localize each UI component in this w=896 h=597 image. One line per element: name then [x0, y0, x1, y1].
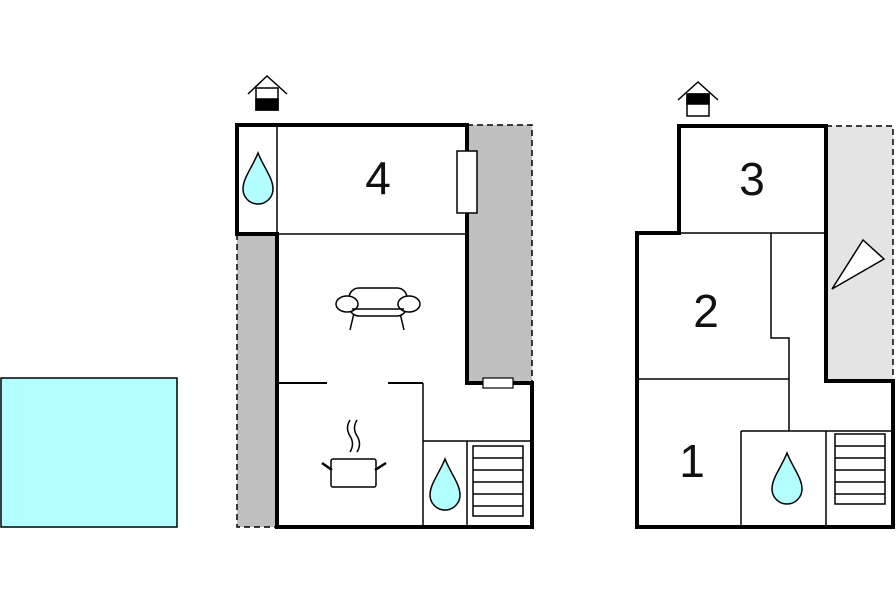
terrace-dashed-outline: [236, 124, 533, 528]
entrance-icon: [677, 80, 719, 117]
left-terrace-strip: [237, 234, 277, 527]
room-1-label: 1: [679, 435, 705, 487]
room-2-label: 2: [693, 285, 719, 337]
triangle-marker-icon: [831, 238, 886, 290]
interior-walls: [637, 232, 893, 527]
stairs-icon: [472, 445, 524, 517]
water-drop-icon: [429, 456, 461, 511]
water-drop-icon: [242, 150, 274, 205]
stairs-icon: [834, 433, 886, 505]
interior-walls: [276, 125, 532, 527]
outer-walls: [635, 124, 895, 529]
window-small-icon: [482, 377, 514, 389]
room-4-label: 4: [365, 152, 391, 204]
right-terrace-strip: [467, 125, 532, 381]
entrance-icon: [247, 74, 288, 111]
cooking-pot-icon: [321, 419, 387, 488]
pool: [0, 377, 178, 528]
right-floor-plan: 3 2 1: [635, 80, 895, 529]
left-floor-plan: 4: [235, 74, 534, 529]
room-3-label: 3: [739, 153, 765, 205]
water-drop-icon: [771, 450, 803, 505]
sofa-icon: [335, 287, 421, 331]
terrace-dashed-outline: [826, 125, 894, 379]
window-icon: [456, 150, 478, 214]
